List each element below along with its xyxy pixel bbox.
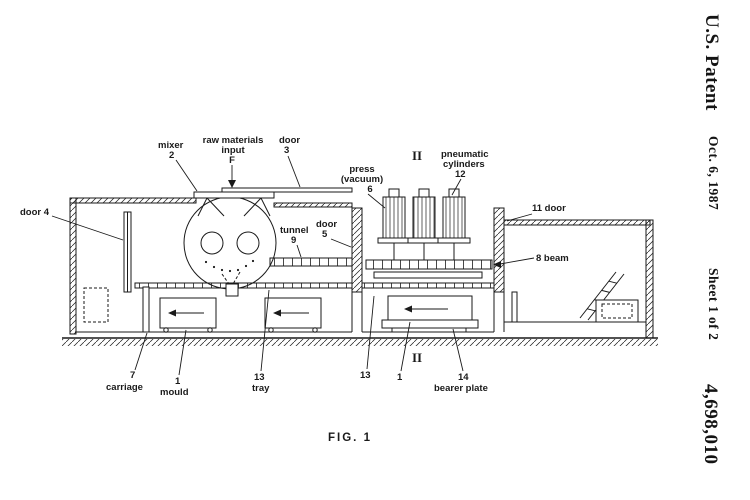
label-press-vacuum: (vacuum) — [341, 174, 383, 185]
leader-carriage — [134, 332, 148, 371]
discharge-spout — [225, 283, 239, 297]
label-carriage-num: 7 — [130, 370, 135, 381]
label-raw-ref: F — [229, 155, 235, 166]
door5-wall — [351, 207, 363, 293]
label-carriage: carriage — [106, 382, 143, 393]
beam-arrowhead-icon — [493, 261, 501, 268]
tunnel-conveyor — [269, 257, 353, 267]
label-door5: door — [316, 219, 337, 230]
beam-bar — [365, 259, 493, 270]
label-door3-num: 3 — [284, 145, 289, 156]
leader-tray — [260, 289, 270, 372]
right-cabinet — [595, 299, 639, 323]
label-cylinders: cylinders — [443, 159, 485, 170]
right-wall — [645, 219, 654, 339]
cylinder-1 — [377, 188, 411, 260]
left-arrow-icon — [273, 309, 281, 317]
ground-hatch — [62, 339, 658, 346]
label-cylinders-num: 12 — [455, 169, 466, 180]
leader-door5 — [330, 238, 352, 248]
mixer-top-bar — [193, 191, 275, 199]
label-tray-num: 13 — [254, 372, 265, 383]
label-raw-materials: raw materials — [203, 135, 264, 146]
press-mould — [387, 295, 473, 321]
left-dashed-opening — [83, 287, 109, 323]
door11-ceiling — [503, 219, 651, 226]
press-platen — [373, 271, 483, 279]
leader-press — [367, 193, 386, 209]
label-raw-input: input — [221, 145, 245, 156]
mould-box-mid — [264, 297, 322, 333]
right-cabinet-dashed — [601, 303, 633, 319]
leader-lines — [51, 155, 535, 376]
label-tunnel-num: 9 — [291, 235, 296, 246]
leader-ref13 — [366, 295, 375, 370]
pneumatic-cylinders-group — [377, 188, 471, 260]
label-ref1: 1 — [397, 372, 403, 383]
ceiling-right-of-mixer — [273, 202, 353, 208]
label-door11: 11 door — [532, 203, 566, 214]
mixer-assembly — [183, 191, 277, 297]
cylinder-2 — [407, 188, 441, 260]
leader-door3 — [287, 155, 301, 188]
leader-beam — [499, 257, 535, 265]
ladder — [579, 271, 625, 321]
mixer-rotor-right — [236, 231, 260, 255]
press-mould-group — [381, 295, 479, 332]
left-ceiling — [69, 197, 197, 204]
leader-ref1 — [400, 321, 411, 372]
leader-mould — [178, 329, 187, 376]
patent-sheet-number: Sheet 1 of 2 — [706, 268, 721, 341]
press-right-wall — [493, 207, 505, 293]
label-bearer-num: 14 — [458, 372, 469, 383]
left-wall — [69, 197, 77, 335]
label-press-num: 6 — [367, 184, 372, 195]
label-door3: door — [279, 135, 300, 146]
leader-door4 — [51, 215, 124, 241]
down-arrow-icon — [228, 180, 236, 188]
label-mixer: mixer — [158, 140, 184, 151]
mixer-rotor-left — [200, 231, 224, 255]
leader-cylinders — [451, 178, 462, 196]
label-door4: door 4 — [20, 207, 50, 218]
label-tray: tray — [252, 383, 270, 394]
leader-tunnel — [296, 244, 302, 258]
mould-box-left — [159, 297, 217, 333]
label-door5-num: 5 — [322, 229, 328, 240]
bearer-plate-part — [381, 319, 479, 329]
left-arrow-icon — [168, 309, 176, 317]
tray-rail-press — [361, 282, 495, 289]
label-tunnel: tunnel — [280, 225, 309, 236]
section-mark-top: II — [412, 148, 422, 163]
label-press: press — [349, 164, 374, 175]
carriage-post — [142, 286, 150, 333]
label-bearer: bearer plate — [434, 383, 488, 394]
section-mark-bottom: II — [412, 350, 422, 365]
machine-structure — [62, 187, 658, 346]
mixer-material-dots — [204, 259, 255, 273]
label-mould: mould — [160, 387, 189, 398]
label-mould-num: 1 — [175, 376, 181, 387]
mixer-drum — [183, 196, 277, 290]
patent-date: Oct. 6, 1987 — [706, 136, 721, 211]
cylinder-3 — [437, 188, 471, 260]
leader-bearer — [452, 328, 464, 372]
patent-title: U.S. Patent — [701, 14, 722, 111]
label-mixer-num: 2 — [169, 150, 174, 161]
label-pneumatic: pneumatic — [441, 149, 489, 160]
right-post — [511, 291, 518, 323]
figure-labels: mixer 2 raw materials input F door 3 doo… — [20, 135, 569, 444]
label-beam: 8 beam — [536, 253, 569, 264]
left-arrow-icon — [404, 305, 412, 313]
patent-number: 4,698,010 — [700, 384, 721, 465]
leader-mixer — [175, 159, 198, 192]
label-ref13: 13 — [360, 370, 371, 381]
door3-panel — [221, 187, 353, 193]
leader-door11 — [506, 213, 533, 222]
figure-caption: FIG. 1 — [328, 432, 372, 444]
